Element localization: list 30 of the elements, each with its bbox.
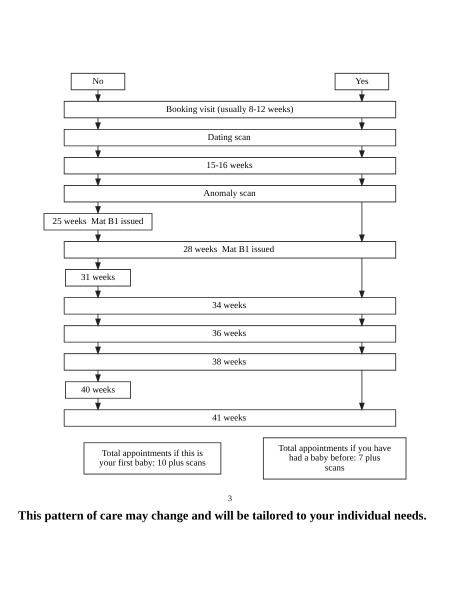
arrow <box>359 257 365 298</box>
arrow <box>359 201 365 242</box>
node-box: No <box>70 72 126 90</box>
arrow <box>95 89 101 102</box>
node-box: 40 weeks <box>65 380 131 398</box>
arrow <box>359 116 365 130</box>
arrow <box>95 201 101 214</box>
arrow <box>95 398 101 411</box>
arrow <box>95 285 101 298</box>
arrow <box>359 173 365 186</box>
arrow <box>359 341 365 354</box>
arrow <box>359 144 365 158</box>
arrow <box>359 313 365 326</box>
arrow <box>95 257 101 270</box>
arrow <box>95 144 101 158</box>
node-box: Total appointments if this is your first baby: 10 plus scans <box>84 442 222 474</box>
arrow <box>95 341 101 354</box>
arrow <box>95 313 101 326</box>
arrow <box>95 369 101 382</box>
arrow <box>95 116 101 130</box>
arrow <box>95 173 101 186</box>
label: 3 <box>228 493 232 502</box>
caption: This pattern of care may change and will be tailored to your individual needs. <box>18 508 427 522</box>
node-box: Yes <box>334 72 390 90</box>
node-box: 31 weeks <box>65 268 131 286</box>
node-box: Total appointments if you have had a baby before: 7 plus scans <box>262 436 406 479</box>
arrow <box>95 229 101 242</box>
arrow <box>359 369 365 411</box>
arrow <box>359 89 365 102</box>
node-box: 25 weeks Mat B1 issued <box>44 212 152 230</box>
